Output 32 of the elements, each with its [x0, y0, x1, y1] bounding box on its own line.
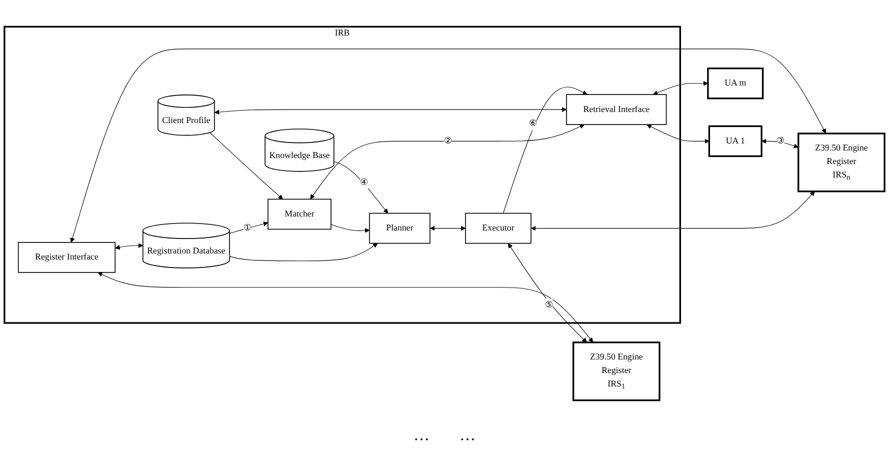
edge-label: ③: [776, 136, 784, 146]
arrow: [652, 80, 708, 96]
node-box: UA 1: [708, 125, 762, 158]
node-box: Matcher: [268, 198, 332, 230]
ellipsis-text: …: [414, 427, 430, 446]
node-box: Z39.50 Engine Register IRS$_{1}$: [572, 342, 660, 402]
arrow: [70, 48, 826, 243]
edge-label: ⑤: [544, 300, 553, 310]
arrow: [330, 224, 370, 233]
arrow: [214, 107, 567, 115]
arrow: [530, 191, 815, 231]
node-box: Planner: [369, 212, 430, 244]
arrow: [115, 243, 144, 250]
edge-label: ①: [243, 223, 252, 233]
arrow: [502, 86, 588, 214]
node-box: Executor: [465, 212, 532, 244]
arrow: [229, 243, 378, 262]
node-box: Retrieval Interface: [566, 94, 667, 125]
edge-label: ②: [444, 136, 452, 146]
arrow: [646, 124, 710, 144]
arrow: [508, 243, 588, 343]
arrow: [334, 161, 388, 214]
edge-label: ⑥: [528, 118, 537, 128]
ellipsis-text: …: [460, 427, 476, 446]
edge-label: ④: [360, 178, 368, 188]
node-box: UA m: [707, 68, 764, 100]
arrow: [210, 132, 283, 200]
node-box: Z39.50 Engine Register IRS$_{n}$: [798, 132, 886, 192]
arrow: [430, 226, 466, 231]
node-box: Register Interface: [18, 242, 116, 273]
arrow: [98, 272, 594, 342]
arrow: [310, 124, 585, 200]
